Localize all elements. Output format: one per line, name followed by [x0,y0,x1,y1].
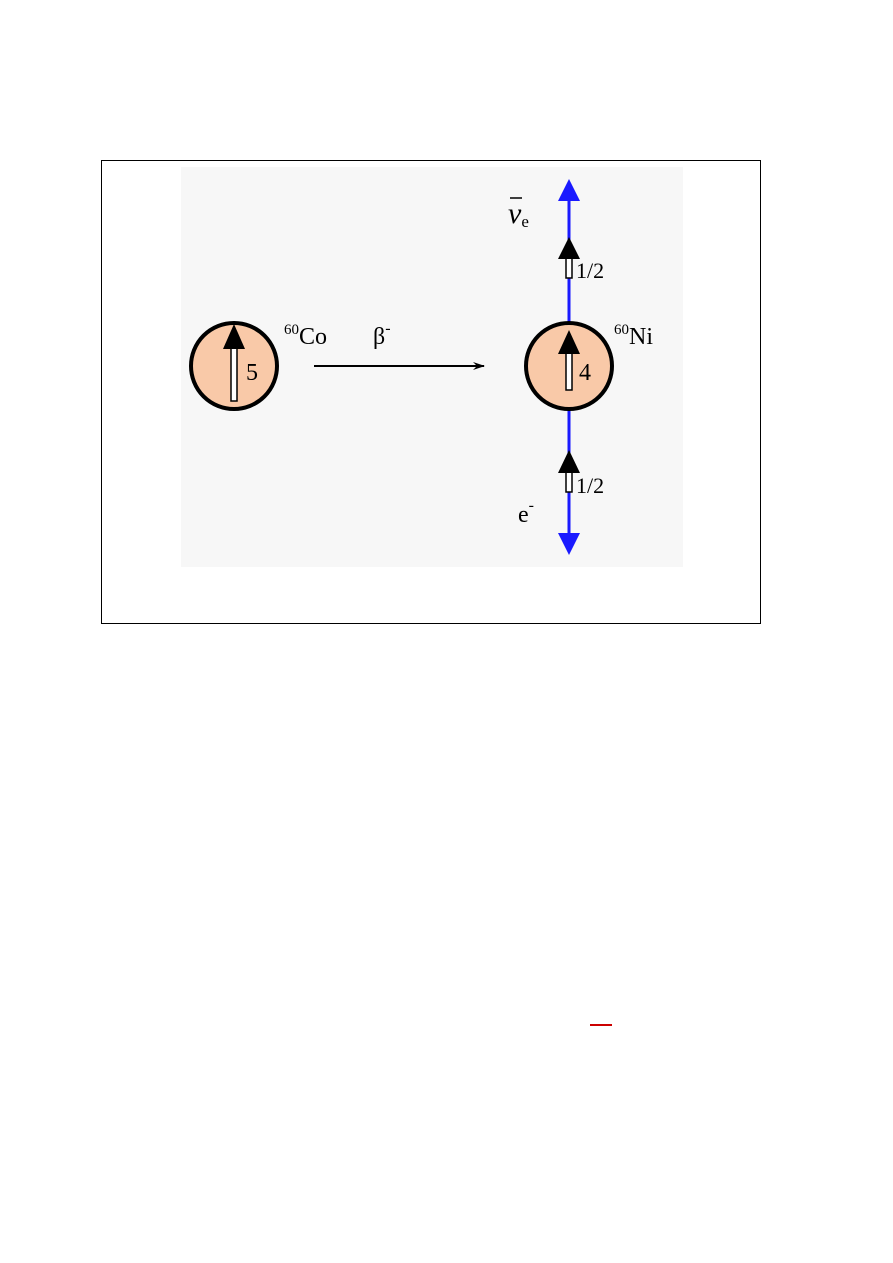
nickel-spin-value: 4 [579,360,591,386]
antineutrino-spin-arrow [558,237,580,279]
electron-label: e- [518,497,534,528]
nickel-mass-number: 60 [614,322,629,338]
electron-direction-arrowhead [558,533,580,555]
cobalt-spin-arrow-shaft [230,344,238,402]
electron-charge: - [529,497,534,514]
beta-decay-diagram: 5 60Co β- 4 60Ni 1/2 νe [181,167,683,567]
beta-charge: - [385,320,390,337]
cobalt-symbol: Co [299,324,327,350]
nickel-nucleus: 4 [524,321,614,411]
cobalt-label: 60Co [284,322,327,350]
antineutrino-spin-value: 1/2 [576,258,604,283]
cobalt-spin-arrowhead [223,324,245,349]
svg-text:νe: νe [508,197,529,231]
antineutrino-label: νe [508,197,529,231]
antineutrino-symbol: ν [508,197,522,230]
electron-spin-value: 1/2 [576,473,604,498]
antineutrino-subscript: e [521,212,529,231]
nickel-symbol: Ni [629,324,653,350]
figure-frame: 5 60Co β- 4 60Ni 1/2 νe [101,160,761,624]
beta-symbol: β [373,324,385,350]
cobalt-spin-value: 5 [246,360,258,386]
electron-spin-arrow [558,450,580,493]
antineutrino-direction-arrowhead [558,179,580,201]
electron-symbol: e [518,502,529,528]
beta-minus-label: β- [373,320,391,350]
nickel-label: 60Ni [614,322,653,350]
red-dash-mark [590,1024,612,1026]
cobalt-nucleus: 5 [189,321,279,411]
cobalt-mass-number: 60 [284,322,299,338]
nickel-spin-arrowhead [558,330,580,354]
